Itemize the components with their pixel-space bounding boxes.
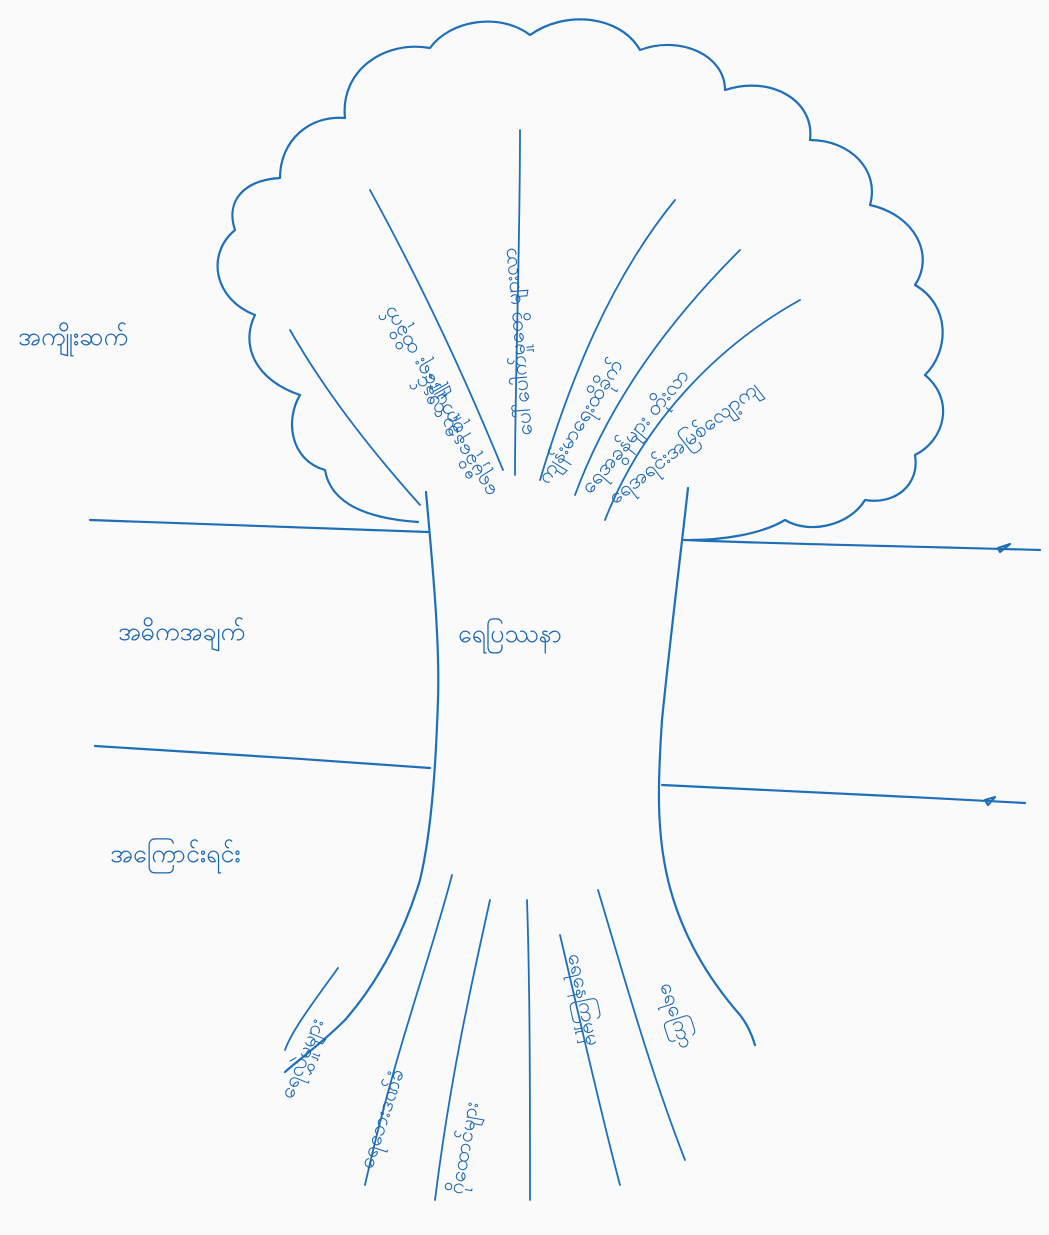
arrow-head-mark: [983, 795, 997, 807]
trunk-right-edge: [657, 486, 757, 1047]
center-label: ရေပြဿနာ: [458, 618, 562, 653]
separator-line-top-left: [88, 518, 430, 534]
branch-line: [604, 299, 801, 521]
root-line: [434, 899, 491, 1201]
root-line: [597, 889, 686, 1161]
cause-label: ရေကြော: [650, 979, 700, 1053]
root-line: [559, 934, 621, 1186]
branch-line: [514, 129, 521, 476]
root-line: [364, 874, 453, 1186]
separator-line-bottom-left: [93, 744, 432, 770]
trunk-left-edge: [283, 490, 440, 1074]
cause-label: ရေလွှဲမှုများ: [274, 1015, 333, 1104]
root-line: [526, 899, 531, 1201]
cause-label: ရေနေကြမှုမှ: [557, 951, 608, 1049]
effect-label: ပေါ်ပေါက်မှုတွေ များလာ: [496, 246, 543, 437]
branch-line: [574, 249, 741, 496]
root-line: [284, 967, 339, 1051]
side-label-causes: အကြောင်းရင်း: [110, 838, 241, 873]
branch-line: [289, 329, 421, 506]
branch-line: [539, 199, 676, 481]
side-label-core: အဓိကအချက်: [118, 617, 245, 651]
tree-canopy: [216, 18, 945, 542]
branch-line: [369, 189, 504, 471]
separator-line-top-right: [682, 538, 1042, 552]
side-label-effects: အကျိုးဆက်: [18, 322, 128, 357]
separator-line-bottom-right: [660, 783, 1027, 805]
arrow-head-mark: [996, 542, 1012, 554]
cause-label: ဂိုထောင်များ: [442, 1100, 488, 1197]
cause-label: ရေဘေးဒဏ်ခံ: [353, 1065, 414, 1173]
